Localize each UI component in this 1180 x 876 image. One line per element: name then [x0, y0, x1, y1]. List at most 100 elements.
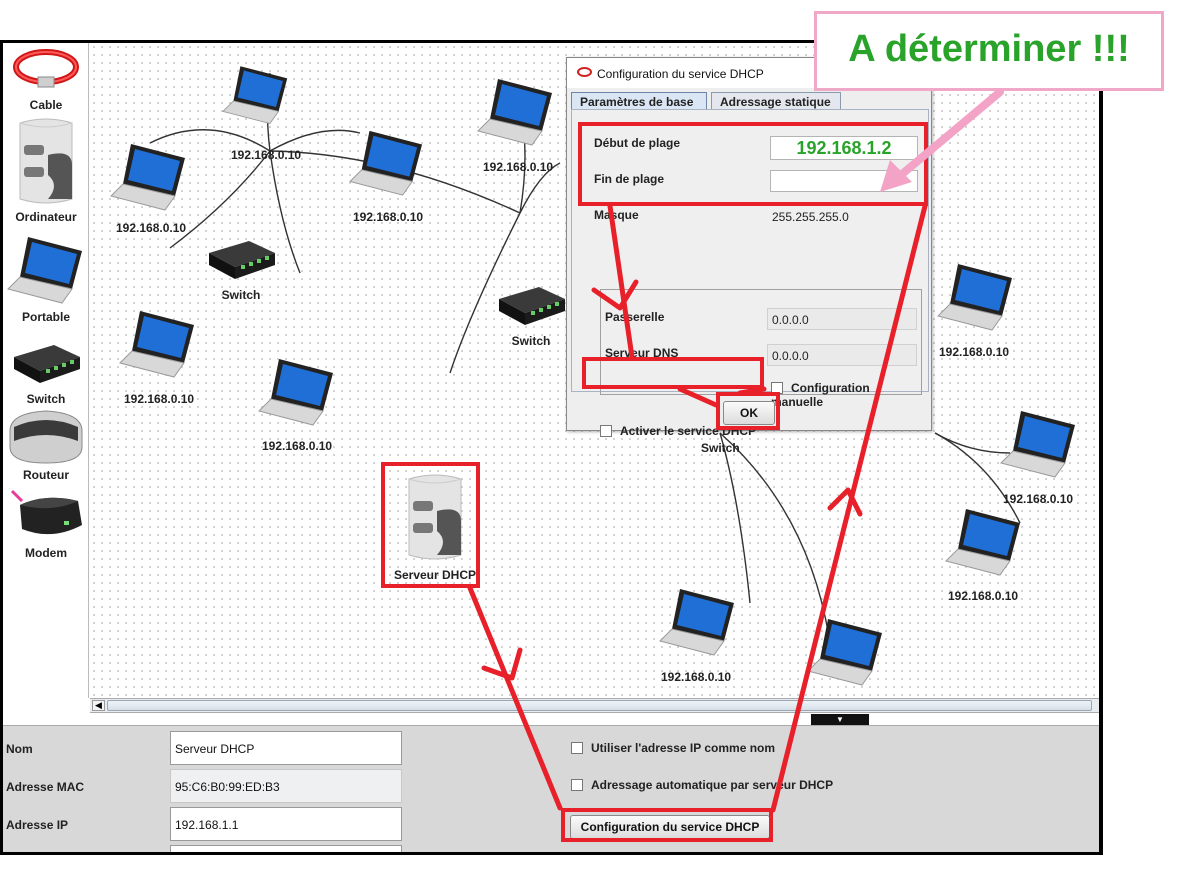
palette-item-switch[interactable]: Switch	[3, 339, 89, 406]
server-label: Serveur DHCP	[393, 568, 477, 582]
laptop-node[interactable]	[943, 503, 1025, 582]
switch-icon	[499, 287, 565, 325]
collapse-down-icon[interactable]: ▼	[811, 714, 869, 725]
dhcp-config-dialog: Configuration du service DHCP Paramètres…	[566, 57, 932, 438]
laptop-node[interactable]	[348, 125, 426, 202]
laptop-node[interactable]	[256, 353, 338, 432]
auto-dhcp-checkbox[interactable]: Adressage automatique par serveur DHCP	[571, 778, 833, 792]
laptop-node[interactable]	[998, 405, 1080, 484]
laptop-icon	[119, 311, 194, 378]
laptop-node[interactable]	[657, 583, 739, 662]
ip-label: 192.168.0.10	[262, 439, 333, 453]
laptop-icon	[7, 237, 82, 304]
laptop-node[interactable]	[118, 305, 198, 384]
laptop-node[interactable]	[936, 258, 1016, 337]
laptop-node[interactable]	[475, 73, 557, 152]
dns-field: 0.0.0.0	[767, 344, 917, 366]
passerelle-field: 0.0.0.0	[767, 308, 917, 330]
palette-label: Modem	[25, 546, 67, 560]
palette-label: Routeur	[23, 468, 69, 482]
masque-label: Masque	[594, 208, 639, 222]
scroll-thumb[interactable]	[107, 700, 1092, 711]
dhcp-server-node[interactable]: Serveur DHCP	[393, 469, 477, 582]
tab-parametres-de-base[interactable]: Paramètres de base	[571, 92, 707, 110]
highlight-range-fields	[578, 122, 928, 206]
checkbox-label: Adressage automatique par serveur DHCP	[591, 778, 834, 792]
panel-splitter[interactable]: ▼	[3, 713, 1099, 725]
switch-icon	[209, 241, 275, 279]
laptop-icon	[222, 66, 288, 125]
laptop-icon	[937, 264, 1012, 331]
switch-label-node[interactable]: Switch	[701, 441, 740, 455]
checkbox-box[interactable]	[600, 425, 612, 437]
dns-label: Serveur DNS	[605, 346, 679, 360]
switch-label: Switch	[701, 441, 740, 455]
switch-label: Switch	[511, 334, 551, 348]
mac-label: Adresse MAC	[6, 780, 85, 794]
laptop-icon	[477, 79, 552, 146]
debut-field[interactable]: 192.168.1.2	[770, 136, 918, 160]
laptop-icon	[945, 509, 1020, 576]
palette-label: Ordinateur	[15, 210, 77, 224]
palette-label: Cable	[29, 98, 63, 112]
palette-item-ordinateur[interactable]: Ordinateur	[3, 115, 89, 224]
manual-config-checkbox[interactable]: Configuration manuelle	[771, 381, 921, 409]
modem-icon	[10, 489, 82, 535]
checkbox-box[interactable]	[571, 779, 583, 791]
highlight-activer-checkbox	[582, 357, 764, 389]
scroll-left-icon[interactable]: ◀	[92, 700, 105, 711]
palette-item-portable[interactable]: Portable	[3, 231, 89, 324]
dialog-panel: Début de plage 192.168.1.2 Fin de plage …	[571, 109, 929, 438]
ip-address-field[interactable]: 192.168.1.1	[170, 807, 402, 841]
switch-icon	[14, 345, 80, 383]
fin-field[interactable]	[770, 170, 918, 192]
component-palette: Cable Ordinateur Portable	[3, 43, 89, 698]
switch-node[interactable]: Switch	[203, 235, 279, 302]
ip-label: 192.168.0.10	[1003, 492, 1074, 506]
palette-label: Portable	[21, 310, 70, 324]
server-tower-icon	[408, 474, 462, 560]
callout-text: A déterminer !!!	[848, 28, 1130, 70]
highlight-config-button	[561, 808, 773, 842]
ip-label: 192.168.0.10	[116, 221, 187, 235]
ip-label: 192.168.0.10	[231, 148, 302, 162]
laptop-icon	[349, 130, 423, 196]
ip-label: 192.168.0.10	[948, 589, 1019, 603]
laptop-icon	[1000, 411, 1075, 478]
laptop-icon	[258, 359, 333, 426]
nom-label: Nom	[6, 742, 33, 756]
nom-field[interactable]: Serveur DHCP	[170, 731, 402, 765]
laptop-node[interactable]	[221, 61, 291, 130]
laptop-icon	[110, 144, 185, 211]
canvas-horizontal-scrollbar[interactable]: ◀	[90, 698, 1099, 713]
laptop-node[interactable]	[108, 138, 190, 217]
fin-label: Fin de plage	[594, 172, 665, 186]
debut-label: Début de plage	[594, 136, 681, 150]
dialog-title: Configuration du service DHCP	[597, 67, 764, 81]
checkbox-label: Configuration manuelle	[771, 381, 870, 409]
ip-label: 192.168.0.10	[939, 345, 1010, 359]
router-icon	[9, 410, 83, 464]
tab-adressage-statique[interactable]: Adressage statique	[711, 92, 841, 110]
ip-label: 192.168.0.10	[483, 160, 554, 174]
switch-label: Switch	[221, 288, 261, 302]
checkbox-box[interactable]	[571, 742, 583, 754]
ip-label: 192.168.0.10	[353, 210, 424, 224]
switch-node[interactable]: Switch	[493, 281, 569, 348]
cable-app-icon	[577, 67, 592, 77]
extra-field[interactable]	[170, 845, 402, 852]
ip-label: 192.168.0.10	[661, 670, 732, 684]
palette-label: Switch	[26, 392, 66, 406]
annotation-callout: A déterminer !!!	[814, 11, 1164, 91]
palette-item-cable[interactable]: Cable	[3, 45, 89, 112]
laptop-node[interactable]	[805, 613, 887, 692]
ip-address-label: Adresse IP	[6, 818, 69, 832]
use-ip-as-name-checkbox[interactable]: Utiliser l'adresse IP comme nom	[571, 741, 775, 755]
ok-button[interactable]: OK	[723, 401, 775, 425]
palette-item-modem[interactable]: Modem	[3, 483, 89, 560]
palette-item-routeur[interactable]: Routeur	[3, 405, 89, 482]
cable-icon	[13, 49, 79, 88]
laptop-icon	[659, 589, 734, 656]
manual-config-group: Passerelle 0.0.0.0 Serveur DNS 0.0.0.0 C…	[600, 289, 922, 409]
